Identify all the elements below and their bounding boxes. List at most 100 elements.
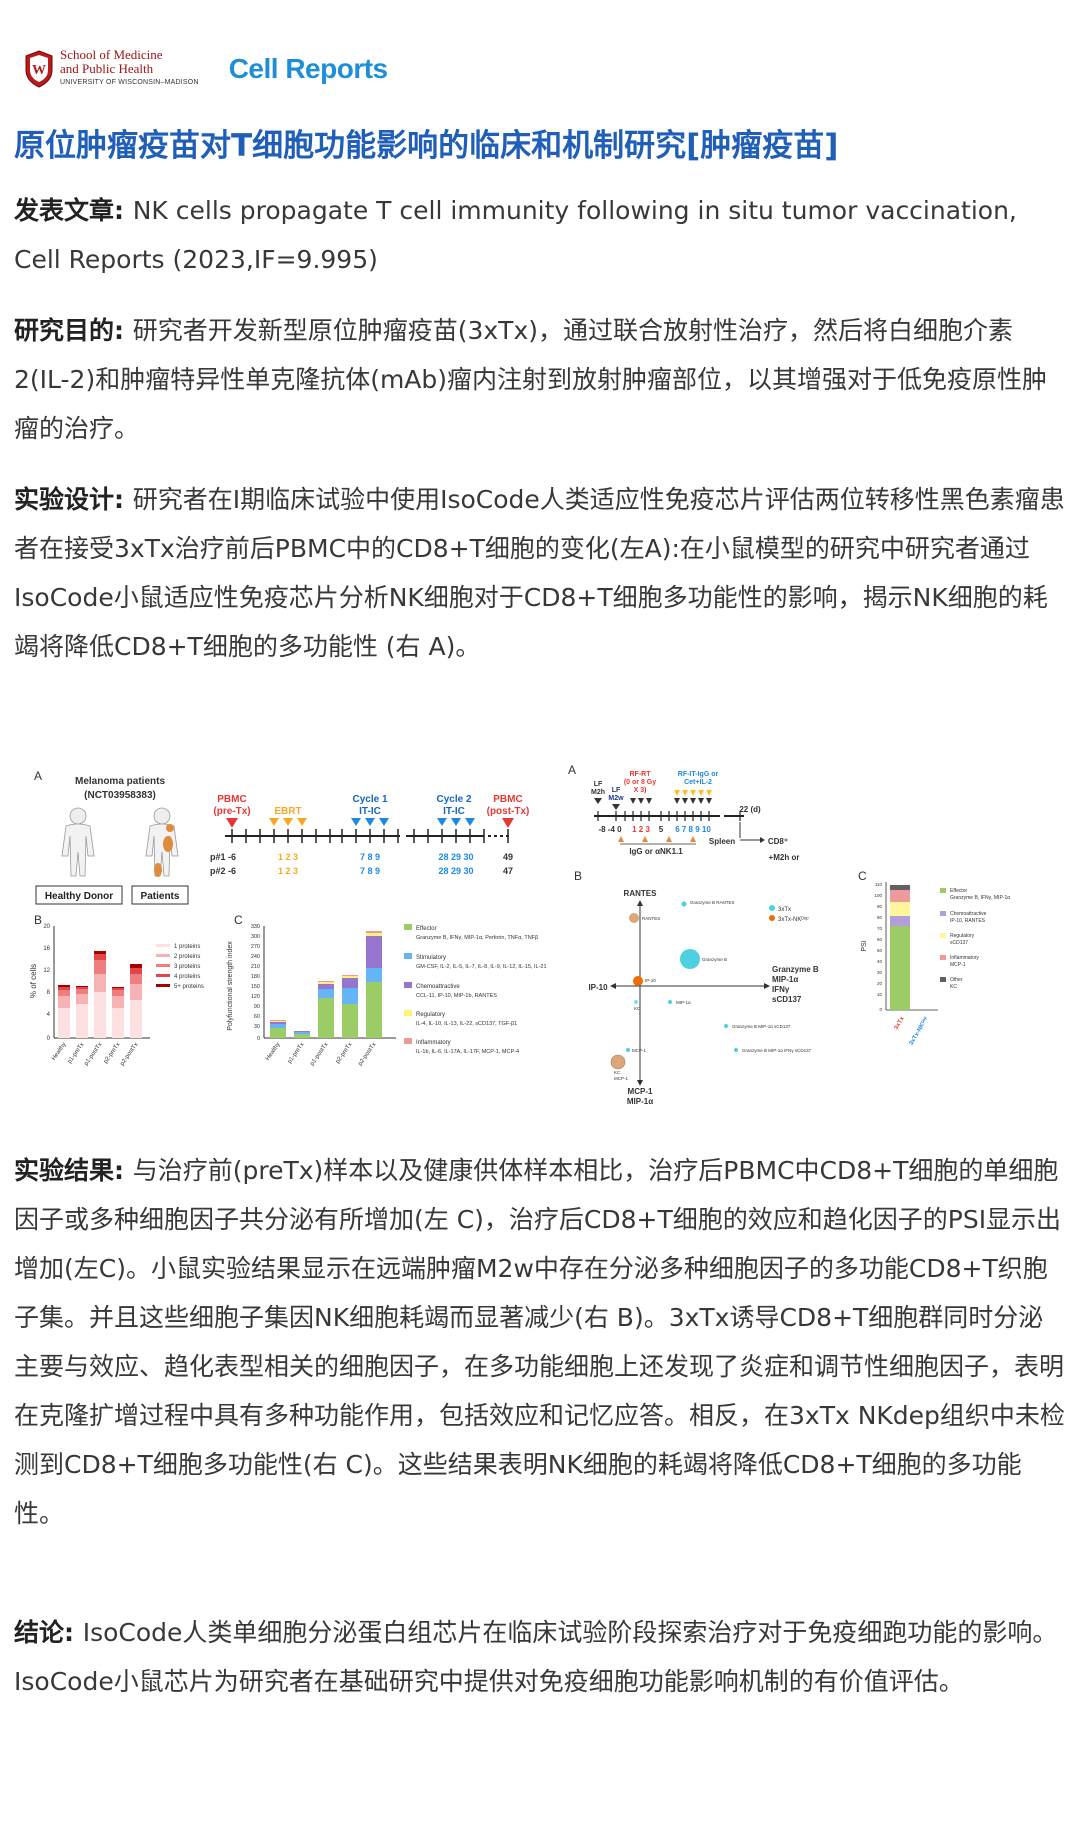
right-panel-b: B RANTES IP-10 Granzyme B MIP-1α IFNγ sC…: [574, 869, 819, 1106]
right-c-tick: 100: [874, 893, 882, 898]
left-b-tick: 4: [47, 1012, 51, 1018]
left-b-legend-item: 4 proteins: [174, 974, 200, 980]
purpose-label: 研究目的: [14, 316, 115, 345]
right-spleen-label: Spleen: [709, 837, 735, 846]
left-c-tick: 0: [257, 1036, 260, 1042]
figure: A Melanoma patients (NCT03958383) Health…: [20, 756, 1060, 1106]
left-b-bar-p2-pre: [112, 987, 124, 1038]
p1-end: 49: [503, 852, 513, 862]
p1-start: -6: [228, 852, 236, 862]
left-c-legend-name: Inflammatory: [416, 1040, 451, 1046]
right-timeline-markers: [594, 790, 712, 810]
results-label: 实验结果: [14, 1156, 115, 1185]
right-c-tick: 20: [877, 981, 883, 986]
left-b-legend-item: 2 proteins: [174, 954, 200, 960]
right-days-blue: 6 7 8 9 10: [675, 825, 711, 834]
ebrt-days-p2: 1 2 3: [278, 866, 298, 876]
right-orange-markers: [618, 836, 696, 842]
purpose-section: 研究目的: 研究者开发新型原位肿瘤疫苗(3xTx)，通过联合放射性治疗，然后将白…: [14, 306, 1066, 453]
right-c-legend-name: Other: [950, 977, 963, 983]
publication-label: 发表文章: [14, 196, 115, 225]
ebrt-marker-3: [297, 818, 307, 826]
p2-end: 47: [503, 866, 513, 876]
right-c-legend-name: Inflammatory: [950, 955, 979, 961]
ebrt-marker-2: [283, 818, 293, 826]
right-b-point-label: Granzyme B: [702, 957, 727, 962]
lf-m2w-label: LF: [612, 787, 621, 794]
left-panel-b-label: B: [34, 913, 42, 927]
patients-label: Patients: [141, 891, 180, 902]
figure-svg: A Melanoma patients (NCT03958383) Health…: [29, 763, 1010, 1106]
left-c-xtick: p1-postTx: [309, 1042, 329, 1067]
left-b-tick: 8: [47, 990, 51, 996]
right-panel-b-label: B: [574, 869, 582, 883]
right-b-point: [680, 949, 700, 969]
right-c-tick: 90: [877, 904, 883, 909]
right-b-point-label: KC: [634, 1006, 641, 1011]
cycle1-label: Cycle 1: [352, 794, 387, 805]
right-days-red: 1 2 3: [632, 825, 650, 834]
right-c-bar-3xtx: [890, 885, 910, 1010]
ebrt-days-p1: 1 2 3: [278, 852, 298, 862]
right-igg-label: IgG or αNK1.1: [629, 847, 683, 856]
left-c-ylabel: Polyfunctional strength index: [227, 941, 234, 1031]
uw-line1: School of Medicine: [60, 47, 163, 62]
right-day-5: 5: [659, 825, 664, 834]
lf-m2w-label2: M2w: [608, 795, 624, 802]
right-b-right-label1: Granzyme B: [772, 965, 819, 974]
left-b-xtick: p1-preTx: [67, 1042, 86, 1065]
left-c-legend-detail: GM-CSF, IL-2, IL-5, IL-7, IL-8, IL-9, IL…: [416, 964, 547, 970]
c2-days-p1: 28 29 30: [438, 852, 473, 862]
pbmc-pre-label: PBMC: [217, 794, 246, 805]
p2-start: -6: [228, 866, 236, 876]
publication-text: NK cells propagate T cell immunity follo…: [14, 196, 1017, 274]
left-c-tick: 330: [251, 924, 260, 930]
patients-box: [131, 885, 189, 905]
right-b-point-label: MCP-1: [614, 1076, 628, 1081]
label-colon: :: [64, 1618, 83, 1647]
left-b-bar-p2-post: [130, 964, 142, 1038]
right-c-legend-detail: IP-10, RANTES: [950, 918, 986, 924]
left-c-legend-name: Chemoattractive: [416, 984, 460, 990]
uw-line3: UNIVERSITY OF WISCONSIN–MADISON: [60, 79, 199, 86]
left-c-bar-p1-pre: [294, 1031, 310, 1038]
left-c-legend-detail: IL-4, IL-10, IL-13, IL-22, sCD137, TGF-β…: [416, 1021, 517, 1027]
left-c-bar-healthy: [270, 1020, 286, 1038]
left-c-legend-detail: IL-1b, IL-6, IL-17A, IL-17F, MCP-1, MCP-…: [416, 1049, 519, 1055]
ebrt-label: EBRT: [274, 806, 301, 817]
trial-id: (NCT03958383): [84, 790, 156, 801]
right-c-tick: 30: [877, 970, 883, 975]
right-c-tick: 0: [879, 1007, 882, 1012]
left-c-xtick: p2-postTx: [357, 1042, 377, 1067]
right-b-legend-3xtx: 3xTx: [778, 907, 791, 913]
healthy-figure-icon: [61, 807, 95, 877]
right-b-point-label: MCP-1: [632, 1048, 646, 1053]
right-c-legend-detail: Granzyme B, IFNγ, MIP-1α: [950, 895, 1010, 901]
design-section: 实验设计: 研究者在Ⅰ期临床试验中使用IsoCode人类适应性免疫芯片评估两位转…: [14, 475, 1066, 671]
left-panel-b: B % of cells 20 16 12 8 4 0: [29, 913, 204, 1067]
right-b-left-label: IP-10: [588, 983, 608, 992]
pbmc-pre-marker: [226, 818, 238, 828]
right-day-end: 22 (d): [739, 805, 761, 814]
left-c-legend-detail: CCL-11, IP-10, MIP-1b, RANTES: [416, 993, 497, 999]
right-c-tick: 60: [877, 937, 883, 942]
left-panel-a-label: A: [34, 769, 42, 783]
right-b-point: [724, 1024, 728, 1028]
right-b-point: [610, 1054, 626, 1070]
right-c-xtick: 3xTx: [894, 1015, 906, 1030]
right-b-point: [668, 1000, 672, 1004]
left-c-tick: 270: [251, 944, 260, 950]
right-b-point-label: Granzyme B MIP-1α sCD137: [732, 1024, 791, 1029]
right-c-legend-name: Regulatory: [950, 933, 975, 939]
right-m2h-label: +M2h or: [769, 853, 800, 862]
left-b-legend-item: 1 proteins: [174, 944, 200, 950]
right-figure: A LF M2h LF M2w RF-RT (0 or 8 Gy X 3) RF…: [568, 763, 1010, 1106]
right-b-point-label: MIP-1α: [676, 1000, 691, 1005]
right-c-legend-name: Effector: [950, 888, 967, 894]
right-b-point-label: Granzyme B RANTES: [690, 900, 735, 905]
right-b-point-label: Granzyme B MIP-1α IFNγ sCD137: [742, 1048, 812, 1053]
left-b-tick: 0: [47, 1036, 51, 1042]
left-b-xtick: p2-preTx: [103, 1042, 122, 1065]
right-b-point-label: RANTES: [642, 916, 660, 921]
